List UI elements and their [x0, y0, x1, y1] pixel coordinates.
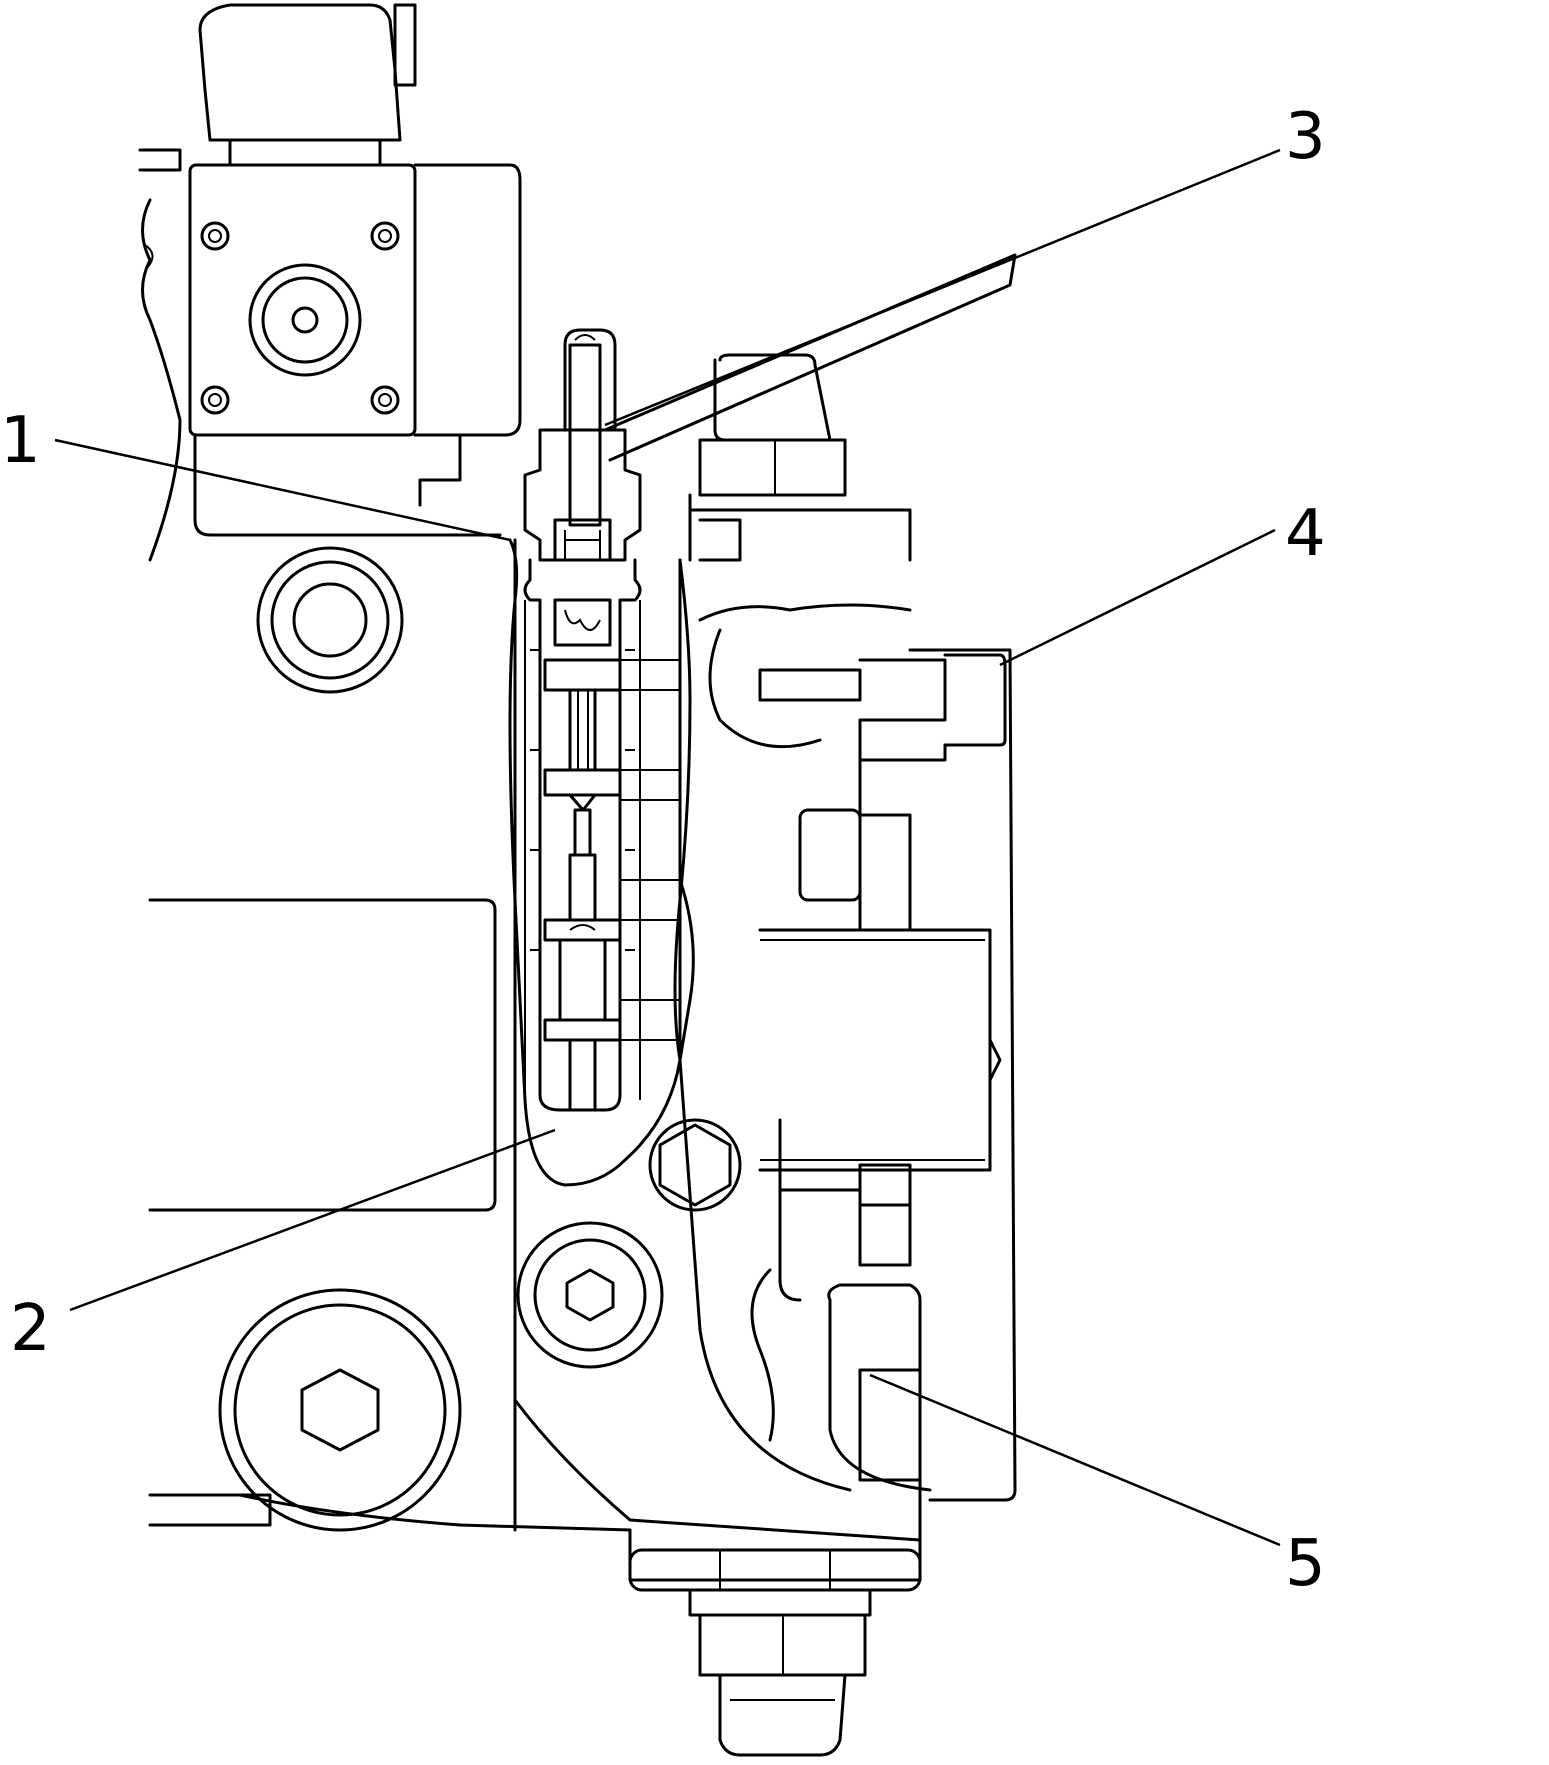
leader-lines [54, 148, 1281, 1547]
leader-5 [869, 1373, 1281, 1547]
solenoid-valve [138, 3, 522, 562]
callout-1: 1 [0, 404, 41, 478]
leader-2 [69, 1128, 556, 1312]
relief-valve-cartridge [523, 328, 642, 1112]
body-passage [508, 538, 692, 1187]
callout-3: 3 [1285, 100, 1326, 174]
callout-labels: 1 2 3 4 5 [0, 100, 1326, 1601]
main-valve-body [148, 538, 632, 1532]
leader-4 [999, 528, 1276, 667]
bottom-plug [628, 1548, 922, 1757]
right-cover-body [513, 353, 1017, 1582]
callout-5: 5 [1285, 1527, 1326, 1601]
leader-3-tail [603, 253, 1017, 462]
callout-4: 4 [1285, 497, 1326, 571]
leader-1 [54, 438, 511, 542]
callout-2: 2 [10, 1292, 51, 1366]
